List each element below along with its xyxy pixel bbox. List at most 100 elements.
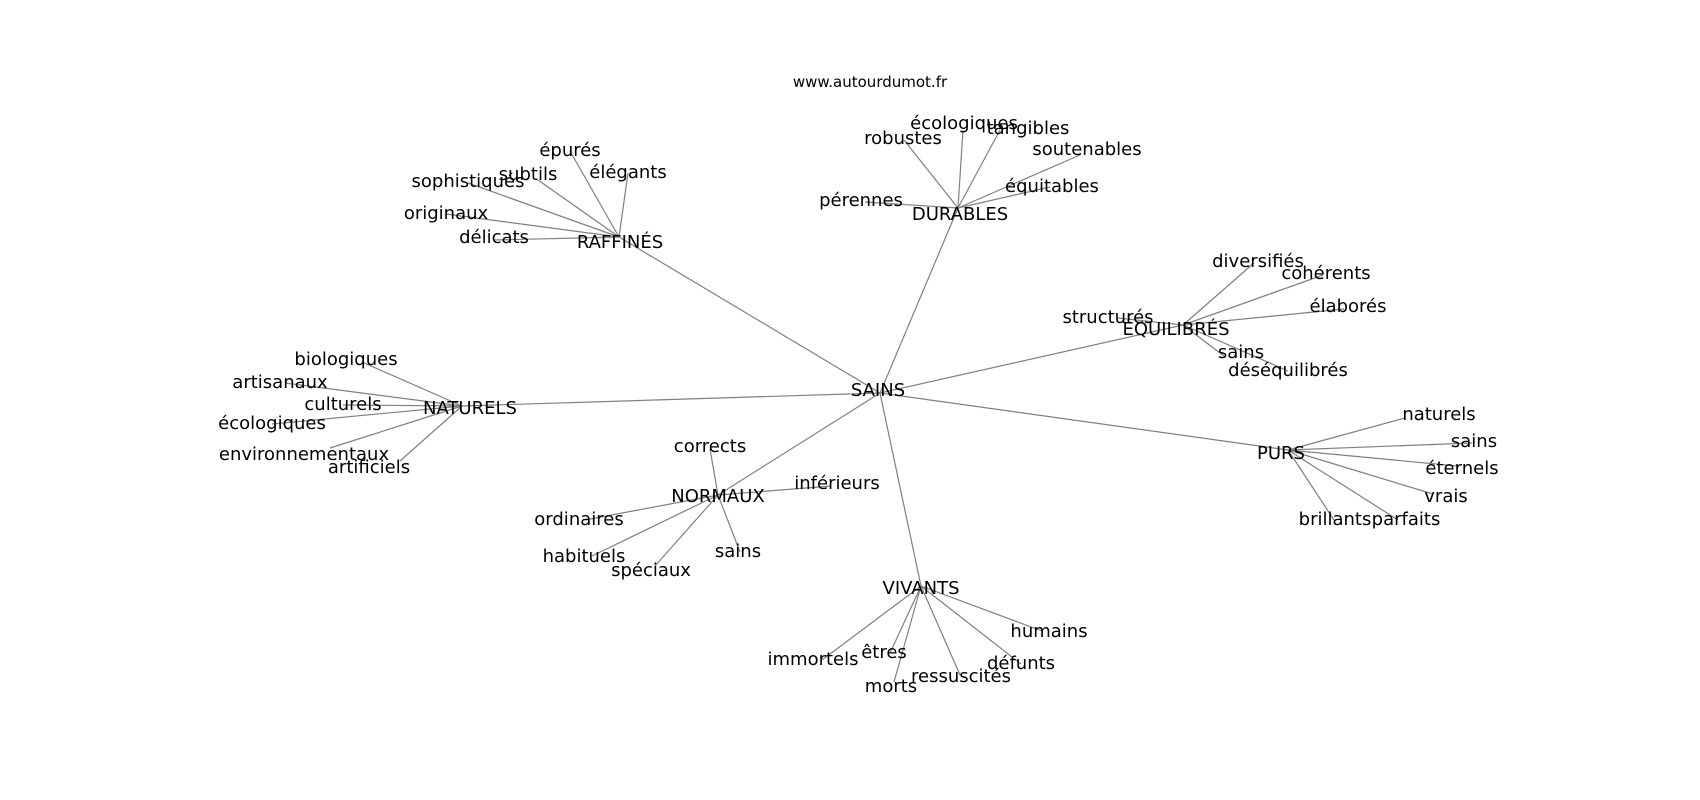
edge-equilibres-5: [1182, 324, 1289, 372]
leaf-node-durables-0[interactable]: écologiques: [910, 113, 1018, 134]
edge-equilibres-4: [1182, 324, 1225, 357]
edge-raffines-1: [537, 179, 620, 238]
edge-center-purs: [879, 392, 1289, 451]
leaf-node-equilibres-1[interactable]: cohérents: [1281, 263, 1371, 284]
hub-node-naturels[interactable]: NATURELS: [423, 398, 517, 419]
hub-node-durables[interactable]: DURABLES: [911, 204, 1009, 225]
leaf-node-vivants-0[interactable]: humains: [1010, 621, 1088, 642]
leaf-node-purs-5[interactable]: parfaits: [1371, 509, 1441, 530]
edge-purs-2: [1287, 449, 1458, 467]
leaf-node-raffines-4[interactable]: originaux: [403, 203, 489, 224]
leaf-node-purs-4[interactable]: brillants: [1298, 509, 1372, 530]
edge-raffines-3: [618, 172, 629, 238]
edge-vivants-2: [889, 585, 922, 654]
leaf-node-purs-3[interactable]: vrais: [1424, 486, 1468, 507]
leaf-node-normaux-1[interactable]: inférieurs: [794, 473, 880, 494]
edge-center-durables: [879, 207, 959, 394]
edge-vivants-0: [920, 585, 1043, 632]
edge-normaux-5: [717, 494, 741, 553]
edge-center-naturels: [461, 392, 881, 407]
edge-durables-3: [957, 154, 1081, 209]
leaf-node-naturels-4[interactable]: environnementaux: [218, 444, 390, 465]
edge-center-vivants: [879, 392, 922, 587]
leaf-node-durables-4[interactable]: pérennes: [819, 190, 903, 211]
leaf-node-equilibres-2[interactable]: élaborés: [1309, 296, 1387, 317]
edge-naturels-2: [342, 404, 463, 407]
leaf-node-raffines-0[interactable]: épurés: [539, 140, 601, 161]
edge-equilibres-1: [1182, 274, 1324, 326]
edge-vivants-3: [920, 585, 1022, 665]
leaf-node-naturels-0[interactable]: biologiques: [294, 349, 398, 370]
leaf-node-purs-1[interactable]: sains: [1450, 431, 1498, 452]
edge-naturels-3: [271, 405, 463, 425]
leaf-node-durables-5[interactable]: équitables: [1005, 176, 1099, 197]
edge-vivants-1: [821, 585, 922, 661]
leaf-node-purs-2[interactable]: éternels: [1425, 458, 1499, 479]
leaf-node-naturels-2[interactable]: culturels: [304, 394, 382, 415]
edge-naturels-5: [399, 405, 463, 462]
edge-durables-1: [957, 129, 1001, 209]
edge-center-raffines: [618, 236, 881, 394]
leaf-node-equilibres-3[interactable]: structurés: [1062, 307, 1154, 328]
leaf-node-durables-1[interactable]: tangibles: [986, 118, 1070, 139]
leaf-node-normaux-2[interactable]: ordinaires: [534, 509, 624, 530]
hub-node-raffines[interactable]: RAFFINÉS: [576, 232, 664, 253]
hub-node-normaux[interactable]: NORMAUX: [671, 486, 765, 507]
edge-purs-5: [1287, 449, 1399, 521]
edge-raffines-4: [445, 213, 620, 238]
edge-naturels-0: [361, 361, 463, 407]
edge-center-equilibres: [879, 324, 1184, 394]
edge-vivants-4: [920, 585, 961, 676]
edge-raffines-5: [493, 236, 620, 241]
edge-vivants-5: [893, 585, 922, 683]
edge-purs-0: [1287, 417, 1406, 451]
leaf-node-normaux-5[interactable]: sains: [714, 541, 762, 562]
leaf-node-durables-2[interactable]: robustes: [864, 128, 942, 149]
edge-equilibres-2: [1182, 308, 1345, 326]
leaf-node-vivants-2[interactable]: êtres: [861, 642, 907, 663]
leaf-node-vivants-3[interactable]: défunts: [986, 653, 1056, 674]
edge-durables-5: [957, 186, 1051, 209]
leaf-node-raffines-1[interactable]: subtils: [498, 164, 558, 185]
leaf-node-vivants-1[interactable]: immortels: [767, 649, 859, 670]
leaf-node-vivants-4[interactable]: ressuscités: [910, 666, 1012, 687]
hub-node-vivants[interactable]: VIVANTS: [882, 578, 960, 599]
edge-normaux-2: [584, 494, 719, 521]
edge-purs-3: [1287, 449, 1434, 495]
edge-normaux-4: [654, 494, 719, 567]
leaf-node-vivants-5[interactable]: morts: [864, 676, 918, 697]
center-node-sains[interactable]: SAINS: [850, 380, 906, 401]
edge-center-normaux: [717, 392, 881, 496]
edge-normaux-3: [591, 494, 719, 557]
edge-equilibres-0: [1182, 262, 1255, 326]
leaf-node-raffines-3[interactable]: élégants: [589, 162, 667, 183]
leaf-node-naturels-3[interactable]: écologiques: [218, 413, 326, 434]
leaf-node-normaux-4[interactable]: spéciaux: [611, 560, 691, 581]
leaf-node-normaux-3[interactable]: habituels: [542, 546, 626, 567]
edge-durables-0: [957, 129, 964, 209]
leaf-node-raffines-2[interactable]: sophistiqués: [411, 171, 525, 192]
hub-node-equilibres[interactable]: ÉQUILIBRÉS: [1122, 319, 1230, 340]
site-url: www.autourdumot.fr: [792, 73, 948, 91]
edge-equilibres-3: [1117, 317, 1184, 326]
edge-durables-4: [864, 201, 959, 209]
leaf-node-equilibres-0[interactable]: diversifiés: [1212, 251, 1304, 272]
edge-normaux-0: [709, 448, 719, 496]
leaf-node-naturels-5[interactable]: artificiels: [327, 457, 411, 478]
edge-durables-2: [903, 139, 959, 209]
leaf-node-raffines-5[interactable]: délicats: [459, 227, 529, 248]
edge-naturels-4: [329, 405, 463, 449]
leaf-node-equilibres-4[interactable]: sains: [1217, 342, 1265, 363]
edge-purs-1: [1287, 442, 1473, 451]
leaf-node-durables-3[interactable]: soutenables: [1032, 139, 1142, 160]
leaf-node-equilibres-5[interactable]: déséquilibrés: [1228, 360, 1348, 381]
edge-raffines-0: [569, 150, 620, 238]
leaf-node-purs-0[interactable]: naturels: [1402, 404, 1476, 425]
edge-normaux-1: [717, 485, 832, 496]
leaf-node-normaux-0[interactable]: corrects: [673, 436, 747, 457]
edge-purs-4: [1287, 449, 1335, 521]
hub-node-purs[interactable]: PURS: [1257, 443, 1305, 464]
leaf-node-naturels-1[interactable]: artisanaux: [232, 372, 328, 393]
